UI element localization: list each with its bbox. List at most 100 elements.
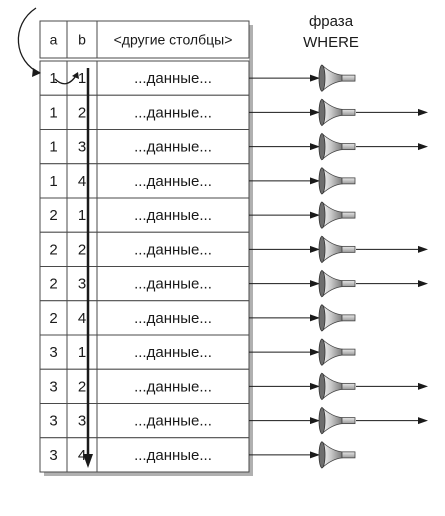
table-grid — [39, 20, 250, 473]
cell-data: ...данные... — [134, 378, 212, 395]
where-funnel-pass — [318, 235, 356, 264]
cell-a: 2 — [49, 310, 57, 327]
where-label-line2: WHERE — [303, 34, 359, 51]
funnel-mouth — [318, 304, 326, 332]
filter-output-arrowhead — [418, 245, 428, 253]
cell-a: 2 — [49, 276, 57, 293]
row-to-filter-arrowhead — [310, 245, 320, 253]
entry-curve-arrow — [17, 7, 41, 74]
hop-arrowhead — [72, 72, 79, 79]
row-to-filter-arrowhead — [310, 348, 320, 356]
table-shadow-bottom — [44, 472, 253, 476]
scan-down-arrowhead — [83, 454, 93, 468]
funnel-mouth — [318, 167, 326, 195]
where-funnels — [318, 64, 356, 469]
filter-output-arrowhead — [418, 143, 428, 151]
row-arrows — [249, 74, 428, 459]
row-to-filter-arrowhead — [310, 382, 320, 390]
row-to-filter-arrowhead — [310, 280, 320, 288]
cell-data: ...данные... — [134, 104, 212, 121]
where-funnel-pass — [318, 98, 356, 127]
cell-a: 3 — [49, 413, 57, 430]
row-to-filter-arrowhead — [310, 143, 320, 151]
funnel-spout — [341, 382, 356, 390]
cell-a: 2 — [49, 241, 57, 258]
where-funnel-reject — [318, 166, 356, 195]
table-row-box — [39, 334, 250, 370]
table-row-box — [39, 266, 250, 302]
cell-b: 3 — [78, 413, 86, 430]
funnel-spout — [341, 211, 356, 219]
funnel-mouth — [318, 133, 326, 161]
where-funnel-pass — [318, 372, 356, 401]
cell-data: ...данные... — [134, 241, 212, 258]
cell-b: 3 — [78, 139, 86, 156]
funnel-spout — [341, 74, 356, 82]
cell-a: 1 — [49, 139, 57, 156]
column-header: b — [78, 32, 86, 48]
cell-a: 1 — [49, 173, 57, 190]
funnel-mouth — [318, 372, 326, 400]
where-funnel-pass — [318, 406, 356, 435]
table-row-box — [39, 197, 250, 233]
funnel-spout — [341, 348, 356, 356]
funnel-spout — [341, 280, 356, 288]
where-funnel-reject — [318, 440, 356, 469]
cell-data: ...данные... — [134, 310, 212, 327]
cell-b: 1 — [78, 207, 86, 224]
row-to-filter-arrowhead — [310, 211, 320, 219]
table-row-box — [39, 231, 250, 267]
cell-b: 1 — [78, 70, 86, 87]
funnel-spout — [341, 177, 356, 185]
funnel-mouth — [318, 441, 326, 469]
cell-b: 4 — [78, 310, 86, 327]
cell-a: 3 — [49, 344, 57, 361]
filter-output-arrowhead — [418, 382, 428, 390]
funnel-spout — [341, 417, 356, 425]
funnel-mouth — [318, 270, 326, 298]
cell-data: ...данные... — [134, 447, 212, 464]
header-box — [39, 20, 250, 59]
filter-output-arrowhead — [418, 417, 428, 425]
cell-b: 2 — [78, 104, 86, 121]
funnel-mouth — [318, 201, 326, 229]
row-to-filter-arrowhead — [310, 314, 320, 322]
cell-data: ...данные... — [134, 70, 212, 87]
where-funnel-reject — [318, 201, 356, 230]
row-to-filter-arrowhead — [310, 417, 320, 425]
table-shadow-right — [249, 25, 253, 476]
table-row-box — [39, 403, 250, 439]
cell-a: 1 — [49, 70, 57, 87]
cell-data: ...данные... — [134, 413, 212, 430]
row-to-filter-arrowhead — [310, 451, 320, 459]
table-rows: 1 1 ...данные... 1 2 ...данные... 1 3 ...данные.… — [49, 70, 212, 464]
where-funnel-reject — [318, 64, 356, 93]
funnel-spout — [341, 314, 356, 322]
funnel-mouth — [318, 64, 326, 92]
filter-output-arrowhead — [418, 108, 428, 116]
table-row-box — [39, 129, 250, 165]
cell-b: 3 — [78, 276, 86, 293]
column-header: <другие столбцы> — [114, 32, 233, 48]
funnel-spout — [341, 451, 356, 459]
funnel-mouth — [318, 338, 326, 366]
where-funnel-pass — [318, 269, 356, 298]
cell-data: ...данные... — [134, 276, 212, 293]
row-to-filter-arrowhead — [310, 74, 320, 82]
cell-data: ...данные... — [134, 139, 212, 156]
cell-a: 2 — [49, 207, 57, 224]
funnel-mouth — [318, 407, 326, 435]
funnel-spout — [341, 143, 356, 151]
entry-curve-arrowhead — [32, 68, 41, 77]
where-funnel-pass — [318, 132, 356, 161]
cell-data: ...данные... — [134, 207, 212, 224]
funnel-mouth — [318, 98, 326, 126]
table-shadow — [44, 25, 253, 476]
filter-output-arrowhead — [418, 280, 428, 288]
row-to-filter-arrowhead — [310, 108, 320, 116]
column-header: a — [50, 32, 58, 48]
table-header: a b <другие столбцы> — [50, 32, 233, 48]
cell-b: 2 — [78, 378, 86, 395]
funnel-spout — [341, 245, 356, 253]
